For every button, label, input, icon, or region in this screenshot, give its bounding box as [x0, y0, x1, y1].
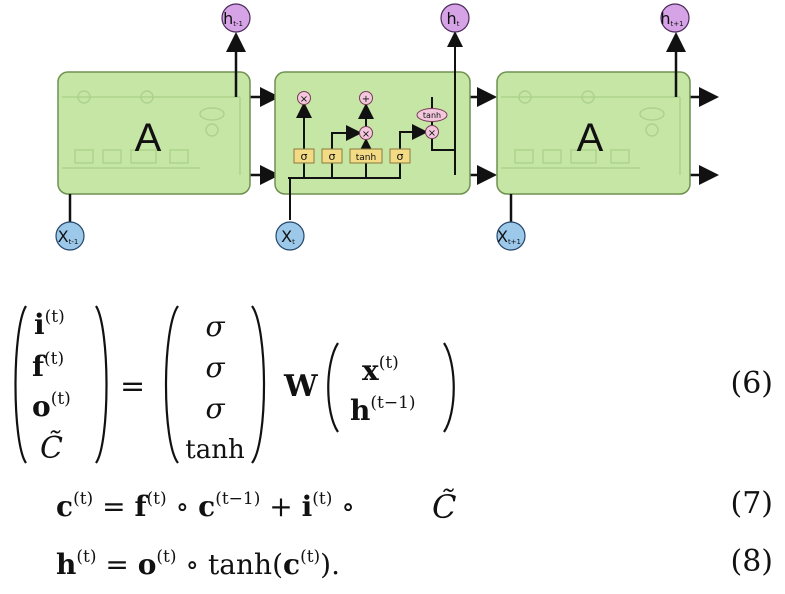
- equation-8-svg: h(t) = o(t) ∘ tanh(c(t)).: [56, 547, 340, 581]
- equation-6-svg: i(t) f(t) o(t) C̃ = σ σ σ tanh W x(t) h(…: [14, 305, 455, 466]
- svg-text:Xt: Xt: [281, 227, 295, 246]
- svg-text:C̃: C̃: [432, 488, 456, 526]
- gate-label: σ: [397, 150, 404, 163]
- rhs-sigma-3: σ: [205, 392, 225, 425]
- equation-number-7: (7): [730, 486, 774, 521]
- faint-internals-right: [501, 90, 681, 175]
- lhs-c-tilde: C̃: [40, 431, 63, 466]
- svg-text:c(t) = f(t) ∘ c(t−1) + i(t) ∘: c(t) = f(t) ∘ c(t−1) + i(t) ∘: [56, 489, 355, 523]
- cell-label-left: A: [135, 116, 162, 160]
- output-node-prev: ht-1: [221, 3, 251, 33]
- vec-h: h(t−1): [350, 393, 416, 427]
- gate-sigma-output: σ: [389, 148, 411, 164]
- svg-text:×: ×: [300, 94, 308, 105]
- lhs-o: o(t): [32, 389, 71, 423]
- gate-tanh-candidate: tanh: [349, 148, 383, 164]
- lhs-i: i(t): [34, 307, 65, 341]
- output-node-next: ht+1: [660, 3, 690, 33]
- lhs-f: f(t): [32, 349, 64, 383]
- lstm-cell-middle: σ σ tanh σ × + × tanh: [274, 31, 471, 220]
- lstm-diagram: A σ σ tanh: [55, 3, 719, 251]
- op-multiply-forget: ×: [297, 91, 311, 105]
- vec-x: x(t): [362, 353, 399, 387]
- input-stems: [68, 194, 513, 222]
- lstm-cell-left: A: [57, 71, 251, 195]
- op-tanh-oval: tanh: [416, 108, 448, 122]
- faint-internals-left: [62, 90, 241, 175]
- lstm-cell-right: A: [496, 71, 691, 195]
- output-arrows: [226, 32, 686, 97]
- op-multiply-input: ×: [359, 126, 373, 140]
- rhs-sigma-1: σ: [205, 310, 225, 343]
- output-node-current: ht: [440, 3, 470, 33]
- input-node-next: Xt+1: [496, 221, 526, 251]
- gate-label: σ: [301, 150, 308, 163]
- svg-text:ht-1: ht-1: [223, 9, 243, 28]
- gate-sigma-forget: σ: [293, 148, 315, 164]
- svg-text:tanh: tanh: [423, 111, 441, 120]
- op-add-cell: +: [359, 91, 373, 105]
- svg-text:Xt+1: Xt+1: [497, 227, 521, 246]
- equation-7: c(t) = f(t) ∘ c(t−1) + i(t) ∘ C̃ (7): [0, 478, 785, 530]
- equals-sign: =: [120, 369, 145, 404]
- gate-label: tanh: [356, 153, 376, 163]
- gate-sigma-input: σ: [321, 148, 343, 164]
- input-node-prev: Xt-1: [55, 221, 85, 251]
- svg-text:h(t) = o(t) ∘ tanh(c(t)).: h(t) = o(t) ∘ tanh(c(t)).: [56, 547, 340, 581]
- gate-label: σ: [329, 150, 336, 163]
- cell-label-right: A: [577, 116, 604, 160]
- equation-number-6: (6): [730, 366, 774, 401]
- equation-number-8: (8): [730, 544, 774, 579]
- svg-text:ht+1: ht+1: [660, 9, 683, 28]
- op-multiply-output: ×: [425, 125, 439, 139]
- equation-6: i(t) f(t) o(t) C̃ = σ σ σ tanh W x(t) h(…: [0, 298, 785, 470]
- svg-text:×: ×: [362, 129, 370, 140]
- weight-matrix: W: [283, 369, 319, 404]
- equation-8: h(t) = o(t) ∘ tanh(c(t)). (8): [0, 536, 785, 588]
- svg-text:×: ×: [428, 128, 436, 139]
- rhs-sigma-2: σ: [205, 351, 225, 384]
- svg-text:ht: ht: [447, 9, 460, 28]
- internal-lines: [288, 31, 463, 220]
- rhs-tanh: tanh: [185, 435, 245, 465]
- input-node-current: Xt: [275, 221, 305, 251]
- svg-text:+: +: [362, 94, 370, 105]
- svg-text:Xt-1: Xt-1: [58, 227, 79, 246]
- equation-7-svg: c(t) = f(t) ∘ c(t−1) + i(t) ∘ C̃: [56, 488, 456, 526]
